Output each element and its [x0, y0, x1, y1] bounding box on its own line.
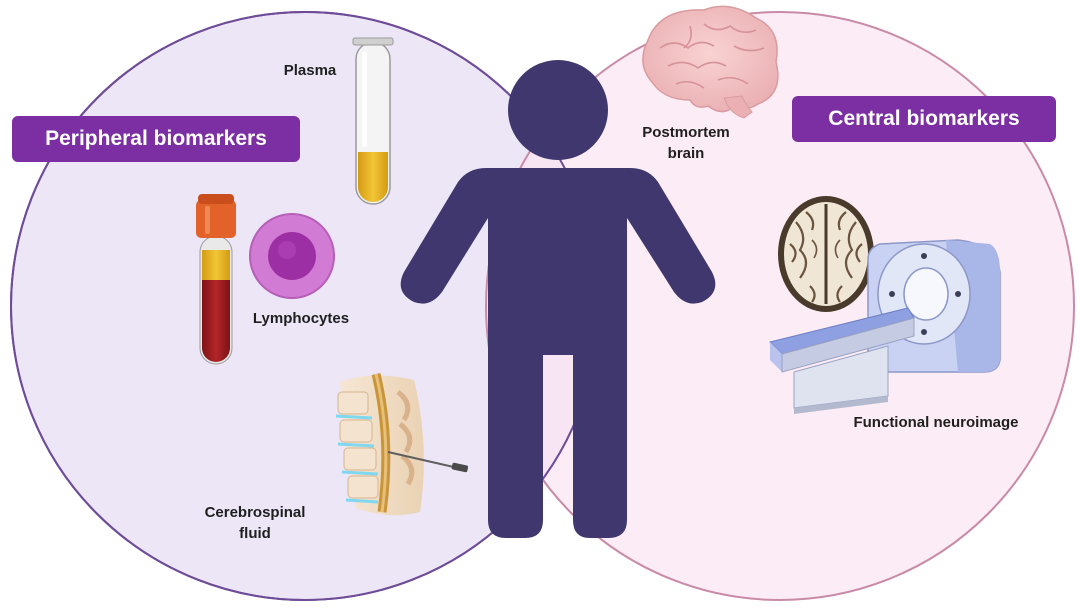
- peripheral-biomarkers-badge: Peripheral biomarkers: [12, 116, 300, 162]
- plasma-test-tube-icon: [352, 37, 394, 205]
- ct-scanner-icon: [769, 239, 1001, 414]
- lymphocytes-label: Lymphocytes: [252, 310, 350, 327]
- lumbar-spine-puncture-icon: [335, 372, 469, 516]
- blood-sample-tube-icon: [196, 194, 236, 365]
- postmortem-brain-label: Postmortem brain: [640, 122, 732, 164]
- cerebrospinal-fluid-label: Cerebrospinal fluid: [190, 502, 320, 544]
- central-biomarkers-badge: Central biomarkers: [792, 96, 1056, 142]
- brain-icon: [642, 5, 779, 119]
- postmortem-label-line2: brain: [667, 145, 705, 162]
- csf-label-line2: fluid: [239, 525, 271, 542]
- functional-neuroimage-label: Functional neuroimage: [853, 414, 1019, 431]
- csf-label-line1: Cerebrospinal: [204, 504, 306, 521]
- postmortem-label-line1: Postmortem: [642, 124, 730, 141]
- central-region: [485, 11, 1075, 601]
- lymphocyte-cell-icon: [249, 213, 335, 299]
- brain-scan-slice-icon: [778, 196, 874, 312]
- human-silhouette-icon: [400, 60, 716, 538]
- plasma-label: Plasma: [283, 62, 337, 79]
